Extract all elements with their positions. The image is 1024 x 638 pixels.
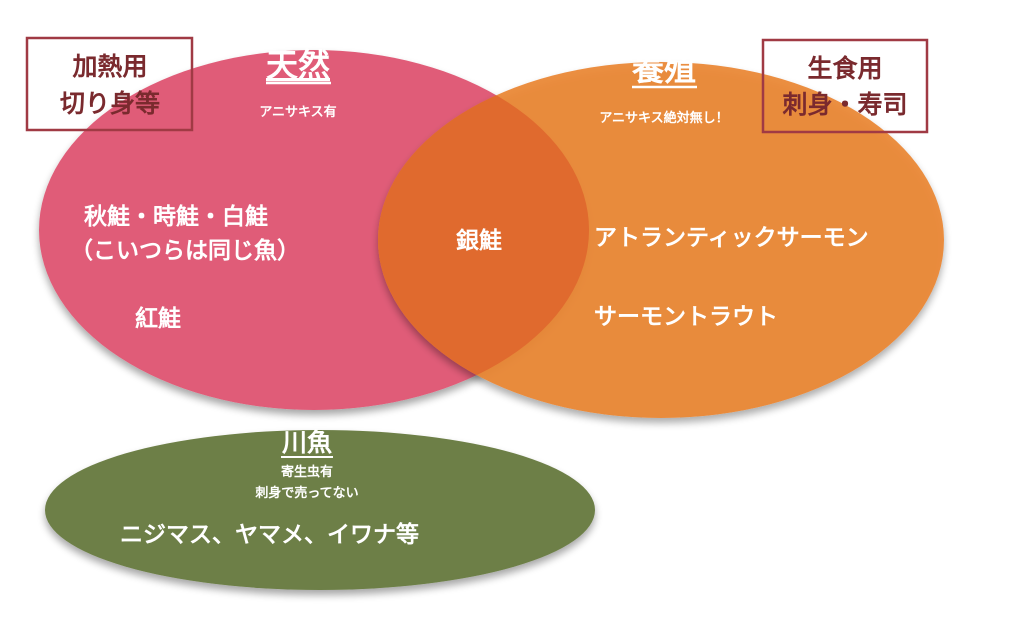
river-items: ニジマス、ヤマメ、イワナ等 <box>120 521 419 548</box>
cooking-use-label-line2: 切り身等 <box>60 89 160 118</box>
wild-item-chum: 秋鮭・時鮭・白鮭 <box>84 203 268 230</box>
overlap-item-coho: 銀鮭 <box>456 227 502 254</box>
cooking-use-box-frame <box>25 36 194 132</box>
raw-use-label-line2: 刺身・寿司 <box>782 90 907 119</box>
farmed-item-atlantic: アトランティックサーモン <box>594 225 869 251</box>
wild-item-note: （こいつらは同じ魚） <box>70 237 300 264</box>
wild-title: 天然 <box>266 46 330 84</box>
cooking-use-box: 加熱用 切り身等 <box>25 36 194 132</box>
farmed-item-trout: サーモントラウト <box>594 304 778 330</box>
raw-use-label-line1: 生食用 <box>807 54 882 83</box>
river-ellipse <box>45 430 595 590</box>
overlap-region <box>378 62 589 410</box>
raw-use-box: 生食用 刺身・寿司 <box>761 38 929 134</box>
wild-subtitle: アニサキス有 <box>259 104 336 120</box>
raw-use-box-frame <box>761 38 929 134</box>
river-line1: 寄生虫有 <box>281 464 333 480</box>
farmed-subtitle: アニサキス絶対無し！ <box>599 110 728 126</box>
river-line2: 刺身で売ってない <box>255 485 358 501</box>
wild-item-sockeye: 紅鮭 <box>135 305 181 332</box>
farmed-title: 養殖 <box>632 50 696 88</box>
cooking-use-label-line1: 加熱用 <box>71 52 147 81</box>
river-title: 川魚 <box>282 428 332 457</box>
